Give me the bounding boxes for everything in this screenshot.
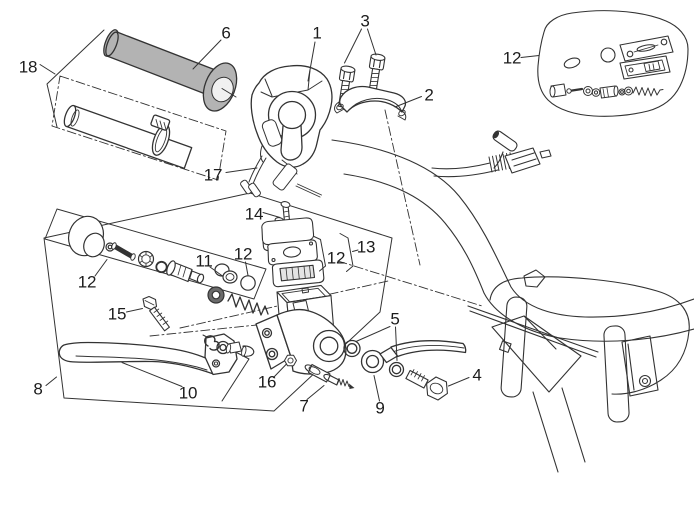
master-cylinder-body <box>255 300 347 375</box>
cylinder-bore <box>312 329 346 363</box>
pivot-nut <box>284 354 297 367</box>
o-ring <box>155 260 168 274</box>
heated-grip-element <box>63 104 193 170</box>
piston <box>166 260 205 284</box>
handlebar-clamp <box>334 85 407 121</box>
throttle-housing <box>240 64 333 198</box>
grip-end-cap <box>211 76 234 103</box>
callout-5: 5 <box>390 309 400 329</box>
lever-spring-wire <box>204 335 220 351</box>
banjo-fitting-hose <box>360 339 467 374</box>
callout-15: 15 <box>107 304 127 324</box>
callout-12-reservoir: 12 <box>326 248 346 268</box>
callout-12-inset: 12 <box>502 48 522 68</box>
kit18-boundary <box>46 29 105 128</box>
adjuster-parts-row <box>549 83 664 99</box>
callout-6: 6 <box>221 23 231 43</box>
callout-1: 1 <box>312 23 322 43</box>
heated-grip-dashed-box <box>51 75 227 181</box>
callout-8: 8 <box>33 379 43 399</box>
inset-cloud-boundary <box>537 10 689 117</box>
cap-plate <box>267 239 318 266</box>
spring <box>227 293 269 316</box>
switch-kit-inset <box>537 10 689 117</box>
pivot-bolt <box>142 295 170 332</box>
brake-switch <box>304 363 355 389</box>
lever-pivot <box>204 333 238 376</box>
callout-2: 2 <box>424 85 434 105</box>
piston-repair-kit <box>67 215 269 316</box>
callout-leader-lines <box>39 28 540 402</box>
callout-18: 18 <box>18 57 38 77</box>
callout-14: 14 <box>244 204 264 224</box>
piston-card <box>44 208 267 300</box>
callout-4: 4 <box>472 365 482 385</box>
brake-lever <box>58 333 255 376</box>
callout-9: 9 <box>375 398 385 418</box>
handlebar-fairing-ghost <box>331 139 694 473</box>
seal-ring <box>240 275 256 291</box>
callout-12-oring: 12 <box>233 244 253 264</box>
callout-7: 7 <box>299 396 309 416</box>
throttle-cables <box>240 155 322 198</box>
reservoir-cap <box>261 217 315 246</box>
banjo-bolt <box>405 369 448 401</box>
callout-16: 16 <box>257 372 277 392</box>
clamp-screws <box>338 53 386 108</box>
banjo-washers <box>343 339 405 378</box>
push-rod <box>111 243 136 260</box>
callout-11: 11 <box>195 251 213 271</box>
bullet-terminal <box>492 130 518 152</box>
connector-plug <box>504 147 541 174</box>
throttle-grip-part <box>103 29 238 112</box>
callout-17: 17 <box>203 165 223 185</box>
callout-3: 3 <box>360 11 370 31</box>
wiring-harness <box>431 130 552 178</box>
callout-12-boot: 12 <box>77 272 97 292</box>
callout-13: 13 <box>356 237 376 257</box>
callout-10: 10 <box>178 383 198 403</box>
hose-clamp <box>150 114 171 156</box>
